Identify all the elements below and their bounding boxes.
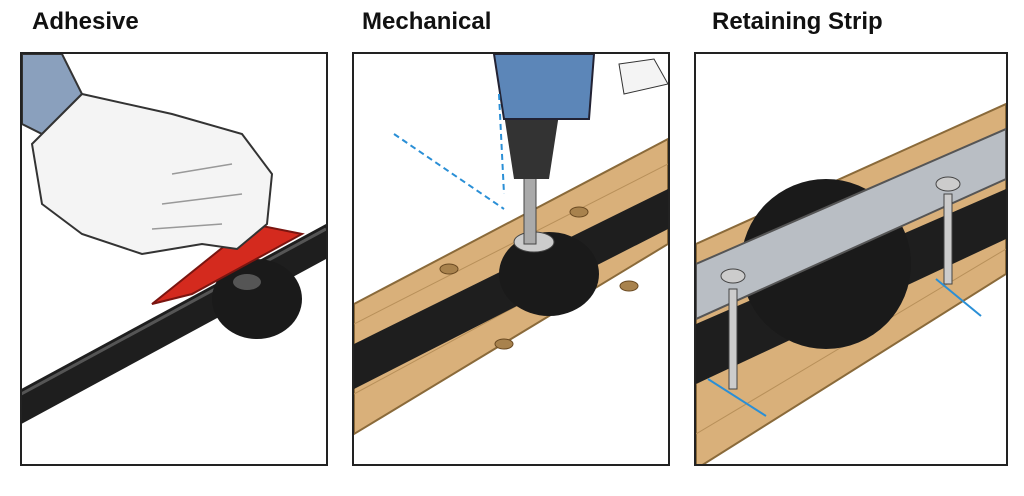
direction-arrows [393, 93, 505, 210]
screws [720, 176, 961, 390]
panel-mechanical [352, 52, 670, 466]
title-mechanical: Mechanical [362, 8, 492, 35]
screw-holes [439, 206, 639, 350]
rubber-seal-tube [354, 189, 668, 389]
drill-icon [492, 54, 668, 245]
rubber-seal-tube [22, 224, 326, 424]
spacing-arrows [707, 278, 982, 417]
adhesive-tape-icon [151, 222, 305, 305]
gloved-hand-icon [22, 54, 274, 256]
title-adhesive: Adhesive [32, 8, 139, 35]
metal-retaining-strip [696, 127, 1006, 321]
panel-retaining-strip [694, 52, 1008, 466]
title-retaining-strip: Retaining Strip [712, 8, 883, 35]
panel-adhesive [20, 52, 328, 466]
